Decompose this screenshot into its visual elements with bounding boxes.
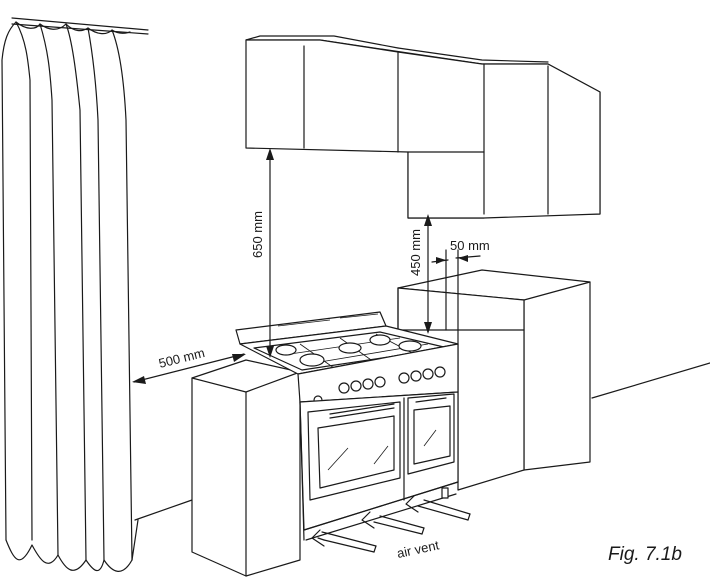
label-650-mm: 650 mm	[250, 211, 265, 258]
label-500-mm: 500 mm	[157, 345, 206, 371]
wall-cabinet-icon	[245, 35, 601, 219]
side-cabinet-left-icon	[191, 359, 301, 577]
label-air-vent: air vent	[396, 537, 441, 561]
airflow-arrow-icon	[311, 495, 471, 553]
range-cooker-icon	[235, 311, 459, 541]
figure-caption: Fig. 7.1b	[608, 544, 682, 565]
curtain-icon	[1, 17, 149, 572]
dimension-500	[132, 353, 246, 384]
dimension-50	[431, 249, 481, 331]
label-50-mm: 50 mm	[450, 238, 490, 253]
wall-floor-line-left	[134, 499, 193, 521]
label-450-mm: 450 mm	[408, 229, 423, 276]
side-cabinet-right-icon	[397, 269, 591, 491]
dimension-450	[424, 214, 432, 334]
dimension-650	[266, 148, 274, 358]
wall-floor-line	[591, 362, 710, 399]
